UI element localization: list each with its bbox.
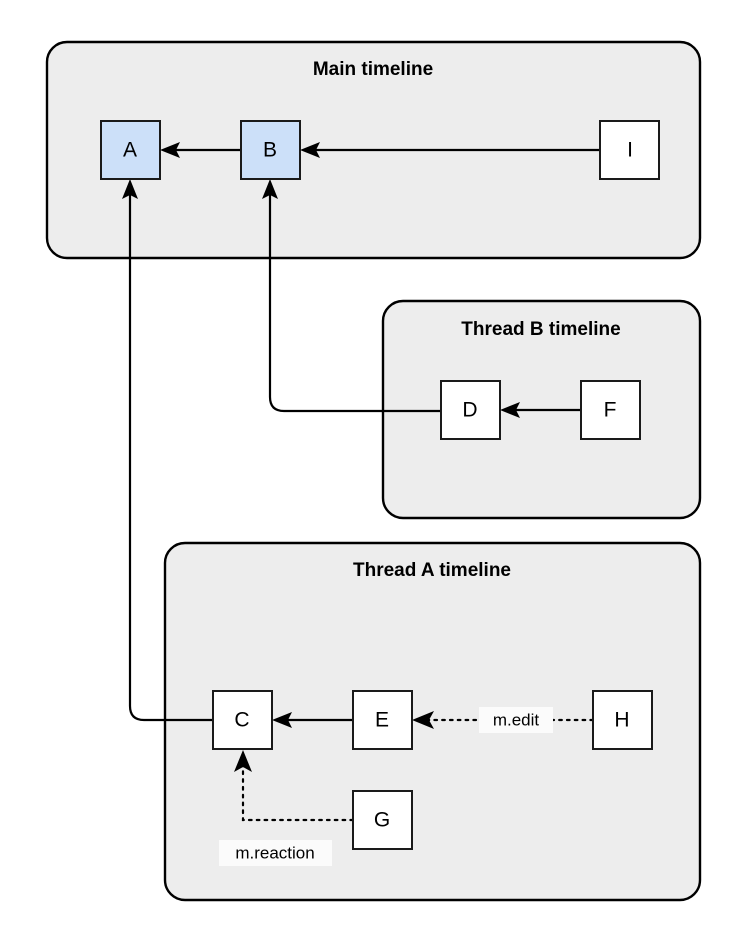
- edge-c-to-a-line: [128, 188, 213, 722]
- edge-b-to-a-arrowhead: [160, 142, 180, 158]
- node-e-rect[interactable]: [352, 690, 413, 750]
- edge-c-to-a[interactable]: [122, 179, 213, 722]
- node-f[interactable]: F: [580, 380, 641, 440]
- edge-g-to-c-arrowhead: [234, 750, 252, 772]
- node-c-rect[interactable]: [212, 690, 273, 750]
- node-g-rect[interactable]: [352, 790, 413, 850]
- node-i-label: I: [627, 139, 633, 162]
- node-c[interactable]: C: [212, 690, 273, 750]
- edge-f-to-d-arrowhead: [500, 402, 520, 418]
- edge-g-to-c[interactable]: m.reaction: [219, 750, 355, 866]
- edge-d-to-b-line: [268, 188, 441, 413]
- node-g-label: G: [374, 809, 390, 832]
- edge-e-to-c-arrowhead: [272, 712, 292, 728]
- edge-d-to-b-arrowhead: [262, 179, 278, 199]
- node-e-label: E: [375, 709, 389, 732]
- edge-g-to-c-line: [241, 763, 355, 822]
- edge-g-to-c-label: m.reaction: [235, 843, 314, 862]
- edge-h-to-e-arrowhead: [412, 711, 434, 729]
- node-d-label: D: [462, 399, 477, 422]
- container-main-timeline-title: Main timeline: [313, 59, 433, 80]
- edge-f-to-d[interactable]: [500, 402, 581, 418]
- node-f-rect[interactable]: [580, 380, 641, 440]
- edge-i-to-b-arrowhead: [300, 142, 320, 158]
- node-f-label: F: [604, 399, 617, 422]
- node-h-label: H: [614, 709, 629, 732]
- node-e[interactable]: E: [352, 690, 413, 750]
- node-i-rect[interactable]: [599, 120, 660, 180]
- node-d[interactable]: D: [440, 380, 501, 440]
- container-thread-a-timeline[interactable]: Thread A timeline: [163, 541, 702, 902]
- node-b-label: B: [263, 139, 277, 162]
- node-d-rect[interactable]: [440, 380, 501, 440]
- edge-i-to-b[interactable]: [300, 142, 600, 158]
- node-a-rect[interactable]: [100, 120, 161, 180]
- node-h-rect[interactable]: [592, 690, 653, 750]
- node-g[interactable]: G: [352, 790, 413, 850]
- container-thread-a-timeline-rect[interactable]: [163, 541, 702, 902]
- node-b-rect[interactable]: [240, 120, 301, 180]
- edge-b-to-a[interactable]: [160, 142, 241, 158]
- edge-c-to-a-arrowhead: [122, 179, 138, 199]
- node-h[interactable]: H: [592, 690, 653, 750]
- edge-d-to-b[interactable]: [262, 179, 441, 413]
- node-a-label: A: [123, 139, 137, 162]
- edge-e-to-c[interactable]: [272, 712, 353, 728]
- edge-g-to-c-label-bg: [219, 840, 332, 866]
- node-a[interactable]: A: [100, 120, 161, 180]
- node-b[interactable]: B: [240, 120, 301, 180]
- container-thread-a-timeline-title: Thread A timeline: [353, 560, 511, 581]
- edge-h-to-e[interactable]: m.edit: [412, 707, 595, 733]
- edge-h-to-e-label: m.edit: [493, 710, 540, 729]
- edge-h-to-e-label-bg: [479, 707, 553, 733]
- node-i[interactable]: I: [599, 120, 660, 180]
- node-c-label: C: [234, 709, 249, 732]
- container-thread-b-timeline-title: Thread B timeline: [461, 319, 620, 340]
